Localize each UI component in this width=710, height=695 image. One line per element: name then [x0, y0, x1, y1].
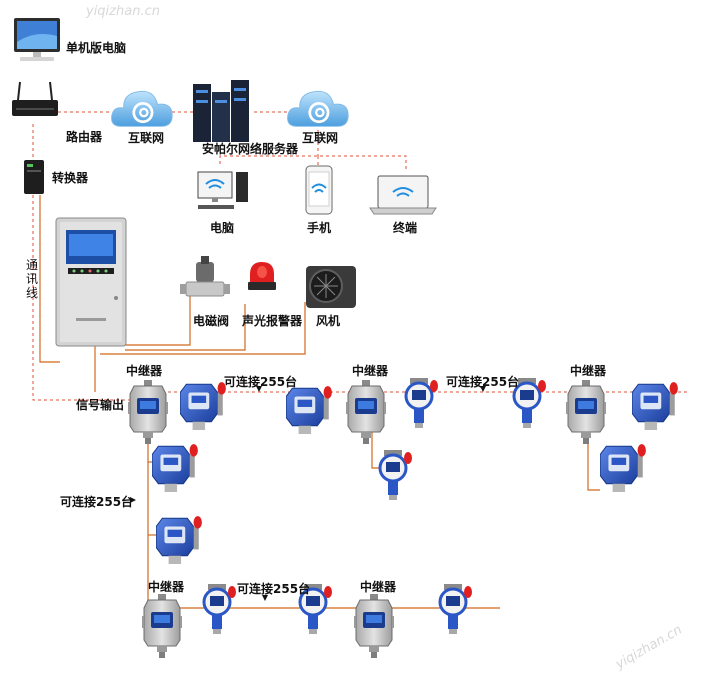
label-standalone-computer: 单机版电脑	[66, 41, 127, 55]
label-comm-line: 通讯线	[26, 258, 39, 300]
label-connect-255: 可连接255台	[60, 495, 134, 509]
label-router: 路由器	[66, 130, 103, 144]
label-signal-output: 信号输出	[76, 398, 125, 412]
label-alarm: 声光报警器	[242, 314, 303, 328]
converter	[24, 160, 44, 194]
label-repeater-3: 中继器	[570, 364, 607, 378]
label-terminal: 终端	[393, 221, 418, 235]
phone	[305, 165, 333, 215]
network-links	[32, 111, 690, 401]
label-solenoid-valve: 电磁阀	[193, 314, 230, 328]
network-server	[193, 80, 249, 142]
label-repeater-5: 中继器	[360, 580, 397, 594]
sound-light-alarm	[248, 262, 276, 290]
gas-detector	[156, 515, 202, 564]
laptop-terminal	[369, 175, 437, 215]
label-connect-255: 可连接255台	[446, 375, 520, 389]
label-repeater-4: 中继器	[148, 580, 185, 594]
label-repeater-2: 中继器	[352, 364, 389, 378]
label-repeater-1: 中继器	[126, 364, 163, 378]
label-phone: 手机	[307, 221, 332, 235]
gas-detector	[180, 381, 226, 430]
label-pc: 电脑	[210, 221, 235, 235]
internet-cloud-left	[110, 89, 174, 128]
label-connect-255: 可连接255台	[224, 375, 298, 389]
gas-detector	[600, 443, 646, 492]
label-connect-255: 可连接255台	[237, 582, 311, 596]
gas-detector	[152, 443, 198, 492]
repeater-device-4	[142, 594, 182, 658]
repeater-device-2	[346, 380, 386, 444]
gas-alarm-controller	[55, 217, 127, 347]
fan-blower	[306, 266, 356, 308]
pc-terminal	[197, 171, 248, 209]
gas-detector	[202, 584, 236, 634]
repeater-device-1	[128, 380, 168, 444]
repeater-device-5	[354, 594, 394, 658]
watermark: yiqizhan.cn	[86, 4, 160, 19]
gas-detector	[404, 378, 438, 428]
gas-detector	[286, 385, 332, 434]
router	[12, 81, 58, 116]
internet-cloud-right	[286, 89, 350, 128]
standalone-computer	[14, 18, 60, 61]
label-internet-left: 互联网	[128, 131, 165, 145]
label-server: 安帕尔网络服务器	[202, 142, 299, 156]
label-fan: 风机	[316, 314, 341, 328]
solenoid-valve	[180, 256, 230, 297]
label-internet-right: 互联网	[302, 131, 339, 145]
gas-detector	[378, 450, 412, 500]
gas-detector	[438, 584, 472, 634]
label-converter: 转换器	[52, 171, 89, 185]
repeater-device-3	[566, 380, 606, 444]
gas-detector	[632, 381, 678, 430]
arrows	[130, 386, 486, 601]
